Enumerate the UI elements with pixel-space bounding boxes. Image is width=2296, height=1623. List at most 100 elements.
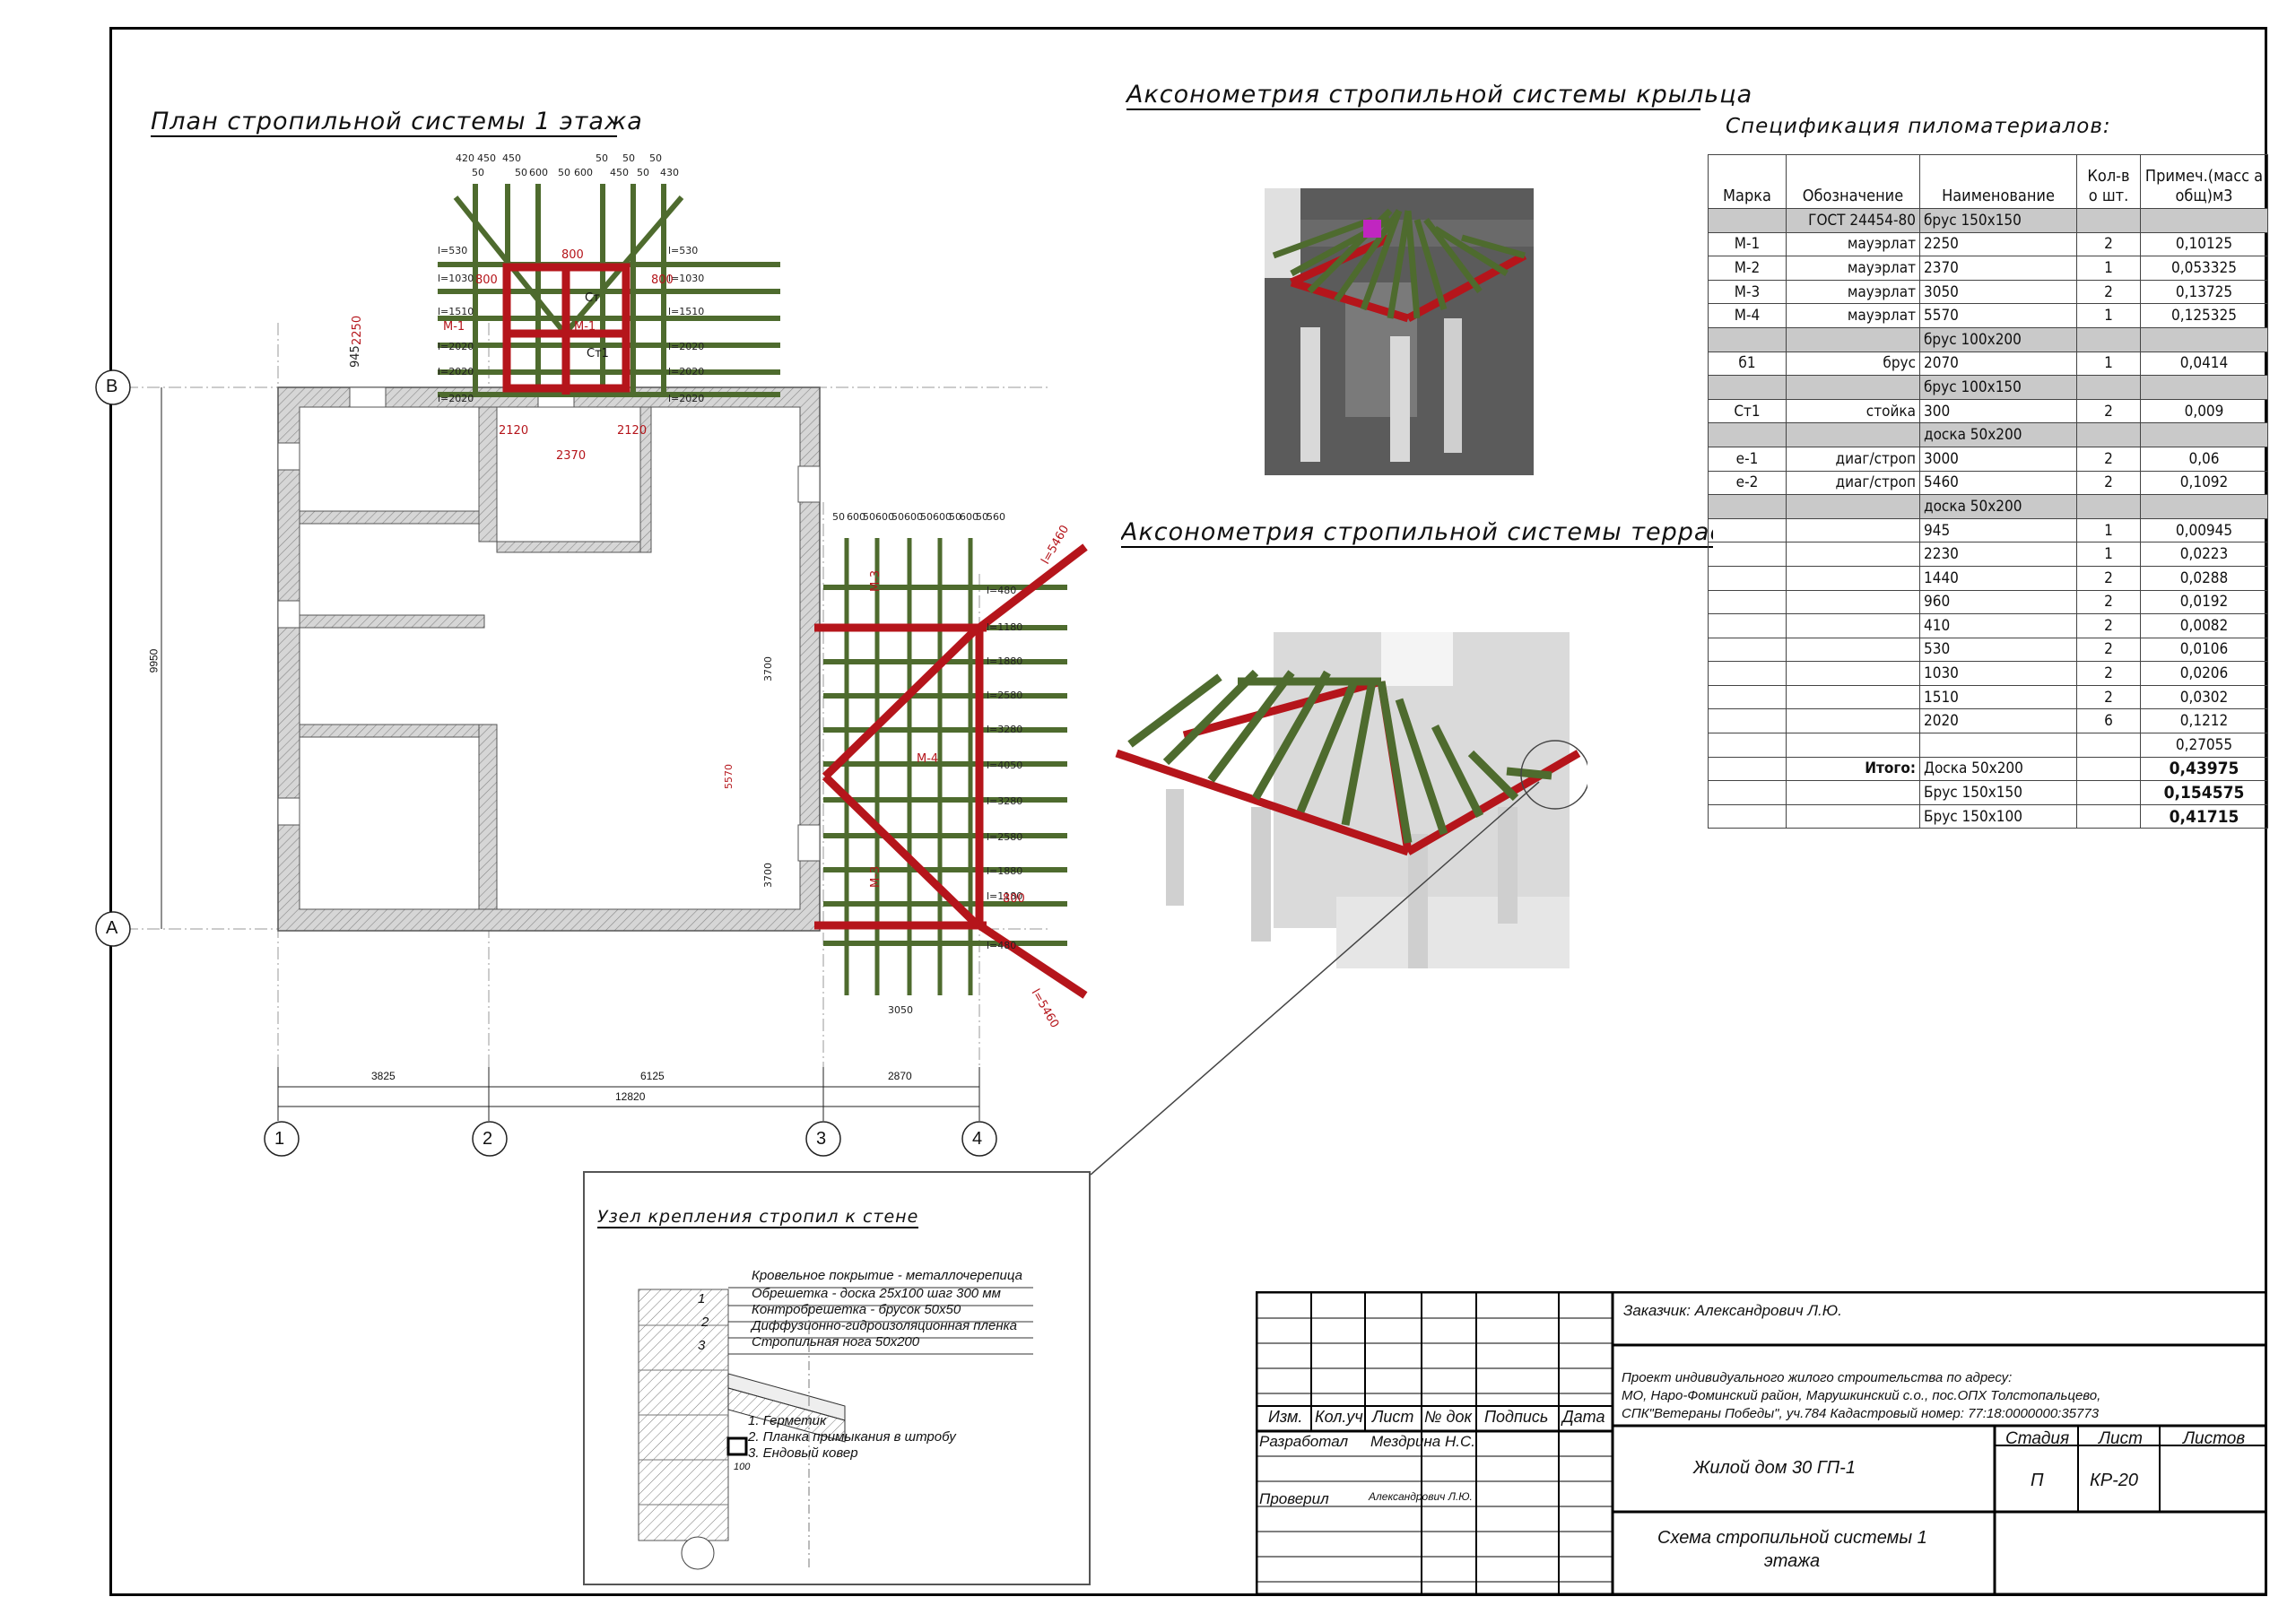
spec-cell-mark: М-2 <box>1708 256 1787 281</box>
spec-cell-mark <box>1708 733 1787 758</box>
spec-cell-designation <box>1786 422 1920 447</box>
building-walls <box>277 386 821 932</box>
svg-text:50: 50 <box>649 152 662 164</box>
col-head-izm: Изм. <box>1268 1408 1303 1426</box>
svg-text:2250: 2250 <box>351 316 364 345</box>
spec-cell-note: 0,009 <box>2140 398 2268 424</box>
person-developer: Мездрина Н.С. <box>1370 1433 1475 1450</box>
node-callout-1: 1 <box>698 1291 706 1306</box>
spec-cell-designation <box>1786 494 1920 519</box>
spec-cell-mark: Ст1 <box>1708 398 1787 424</box>
node-layer-4: Диффузионно-гидроизоляционная пленка <box>752 1318 1018 1333</box>
axis-label-1: 1 <box>274 1129 285 1149</box>
svg-text:l=2020: l=2020 <box>438 341 474 352</box>
spec-cell-mark: е-1 <box>1708 446 1787 472</box>
spec-cell-mark: М-1 <box>1708 231 1787 257</box>
spec-cell-mark <box>1708 684 1787 710</box>
col-header-qty: Кол-в о шт. <box>2076 154 2141 209</box>
spec-cell-qty <box>2076 494 2141 519</box>
spec-cell-mark <box>1708 542 1787 567</box>
svg-text:50: 50 <box>637 167 649 178</box>
svg-text:l=530: l=530 <box>438 245 467 256</box>
svg-text:450: 450 <box>502 152 521 164</box>
svg-text:2120: 2120 <box>617 424 647 438</box>
node-dim: 100 <box>734 1462 751 1472</box>
node-note-3: 3. Ендовый ковер <box>748 1445 858 1461</box>
svg-text:l=2020: l=2020 <box>668 341 704 352</box>
building-name: Жилой дом 30 ГП-1 <box>1693 1458 1856 1478</box>
spec-cell-mark <box>1708 326 1787 352</box>
svg-text:l=1030: l=1030 <box>668 273 704 284</box>
spec-cell-note: 0,0223 <box>2140 542 2268 567</box>
col-head-kolich: Кол.уч <box>1315 1408 1363 1426</box>
svg-text:l=1180: l=1180 <box>987 890 1022 902</box>
spec-cell-name: 530 <box>1919 637 2077 663</box>
spec-cell-name: 1510 <box>1919 684 2077 710</box>
spec-total-label <box>1786 803 1920 829</box>
spec-cell-note: 0,0288 <box>2140 565 2268 591</box>
sheets-head: Листов <box>2183 1429 2246 1448</box>
spec-cell-mark <box>1708 494 1787 519</box>
spec-cell-name: доска 50х200 <box>1919 494 2077 519</box>
spec-cell-note: 0,27055 <box>2140 733 2268 758</box>
svg-text:l=1180: l=1180 <box>987 621 1022 633</box>
spec-cell-designation <box>1786 589 1920 615</box>
stage-value: П <box>2031 1471 2044 1490</box>
svg-text:600: 600 <box>875 511 894 523</box>
spec-cell-name: 2230 <box>1919 542 2077 567</box>
terrace-axonometry <box>1115 632 1587 968</box>
spec-row: 0,27055 <box>1708 733 2268 758</box>
spec-cell-mark: б1 <box>1708 351 1787 377</box>
spec-header-row: Марка Обозначение Наименование Кол-в о ш… <box>1708 154 2268 209</box>
svg-text:50: 50 <box>976 511 988 523</box>
svg-text:420: 420 <box>456 152 474 164</box>
spec-cell-empty <box>2076 803 2141 829</box>
spec-cell-note: 0,0206 <box>2140 661 2268 686</box>
spec-cell-qty: 2 <box>2076 279 2141 305</box>
role-developer: Разработал <box>1259 1433 1349 1450</box>
dim-3825: 3825 <box>371 1070 396 1082</box>
spec-cell-name: 300 <box>1919 398 2077 424</box>
svg-text:l=2020: l=2020 <box>438 393 474 404</box>
spec-cell-note: 0,053325 <box>2140 256 2268 281</box>
col-header-mark: Марка <box>1708 154 1787 209</box>
axis-bubbles <box>95 369 997 1157</box>
node-title: Узел крепления стропил к стене <box>597 1207 919 1228</box>
svg-text:2120: 2120 <box>499 424 528 438</box>
detail-leader-line <box>1091 781 1540 1176</box>
dim-6125: 6125 <box>640 1070 665 1082</box>
plan-title: План стропильной системы 1 этажа <box>151 108 643 137</box>
svg-text:2370: 2370 <box>556 449 586 463</box>
col-head-doc: № док <box>1424 1408 1472 1426</box>
spec-cell-name: 945 <box>1919 517 2077 543</box>
spec-cell-name: 2070 <box>1919 351 2077 377</box>
svg-text:l=1510: l=1510 <box>438 306 474 317</box>
spec-cell-designation: диаг/строп <box>1786 446 1920 472</box>
spec-cell-name: 2250 <box>1919 231 2077 257</box>
spec-cell-note: 0,00945 <box>2140 517 2268 543</box>
node-note-1: 1. Герметик <box>748 1413 827 1428</box>
svg-text:50: 50 <box>596 152 608 164</box>
project-line-2: МО, Наро-Фоминский район, Марушкинский с… <box>1622 1388 2101 1403</box>
svg-text:5570: 5570 <box>723 764 735 789</box>
axis-label-2: 2 <box>483 1129 493 1149</box>
spec-cell-note <box>2140 208 2268 233</box>
spec-cell-name: брус 150х150 <box>1919 208 2077 233</box>
spec-cell-note: 0,0082 <box>2140 613 2268 638</box>
axis-label-a: А <box>106 918 118 938</box>
col-header-designation: Обозначение <box>1786 154 1920 209</box>
svg-text:l=530: l=530 <box>668 245 698 256</box>
col-header-name: Наименование <box>1919 154 2077 209</box>
spec-cell-mark <box>1708 589 1787 615</box>
spec-row: брус 100х150 <box>1708 375 2268 400</box>
svg-text:50: 50 <box>949 511 961 523</box>
sheet-value: КР-20 <box>2090 1471 2139 1490</box>
spec-cell-empty <box>1708 780 1787 805</box>
spec-cell-qty: 2 <box>2076 565 2141 591</box>
title-block: Заказчик: Александрович Л.Ю. Проект инди… <box>1256 1291 2267 1596</box>
